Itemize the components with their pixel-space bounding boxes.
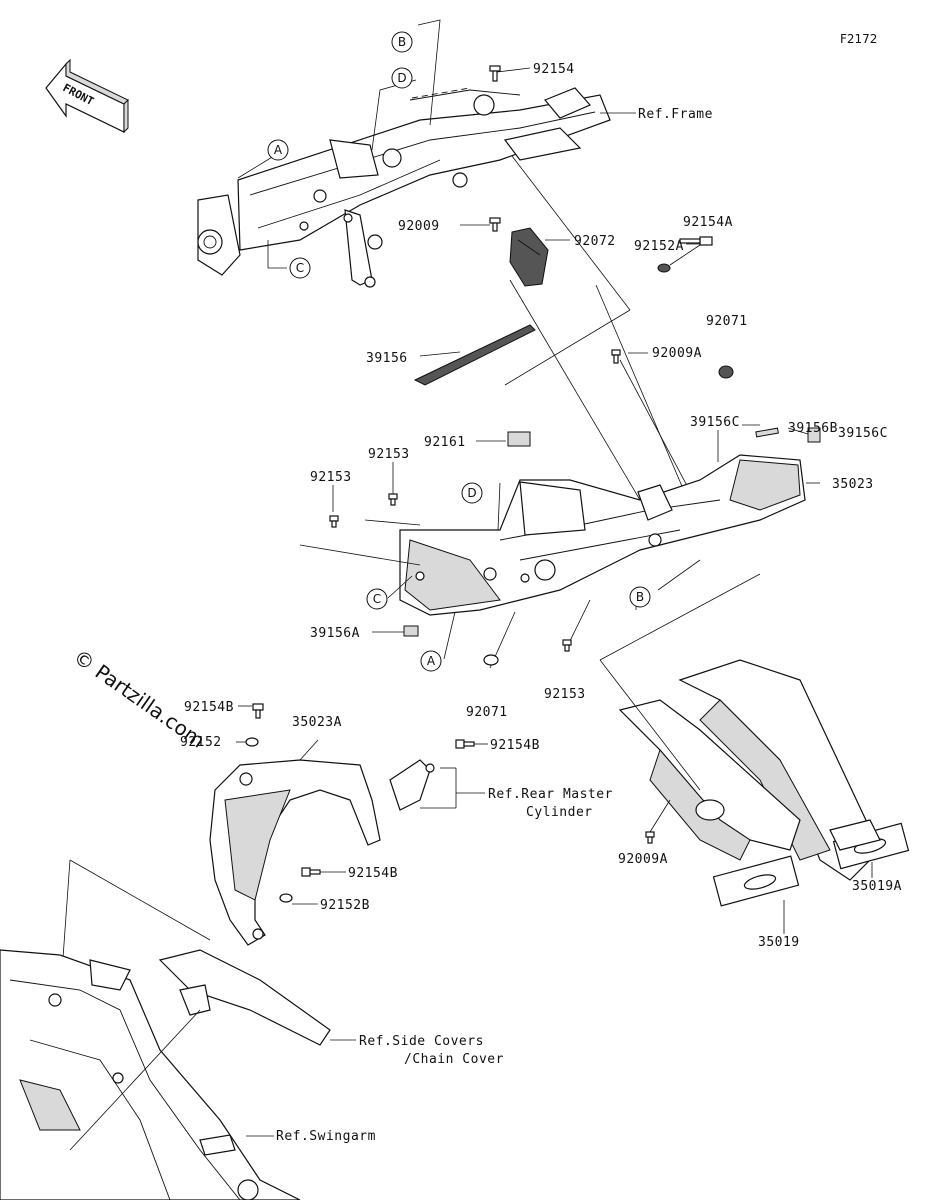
label-92154: 92154 (533, 62, 575, 77)
label-92152: 92152 (180, 735, 222, 750)
callout-b-bottom: B (629, 586, 651, 608)
label-39156A: 39156A (310, 626, 360, 641)
label-92153-c: 92153 (544, 687, 586, 702)
label-92154B-c: 92154B (348, 866, 398, 881)
svg-text:B: B (636, 590, 644, 604)
callout-d-top: D (391, 67, 413, 89)
label-92154B-b: 92154B (490, 738, 540, 753)
label-35023: 35023 (832, 477, 874, 492)
callout-c-top: C (289, 257, 311, 279)
figure-id: F2172 (840, 32, 877, 46)
bolt-92153-c-icon (562, 639, 572, 652)
ref-rear-master-line1: Ref.Rear Master (488, 787, 613, 802)
label-92071-top: 92071 (706, 314, 748, 329)
label-92153-b: 92153 (368, 447, 410, 462)
rear-frame-reference (0, 949, 301, 1200)
ref-side-covers-line1: Ref.Side Covers (359, 1034, 484, 1049)
clamp-92072-icon (509, 227, 549, 287)
cover-35023A (209, 759, 381, 946)
plate-39156C-icon (807, 427, 821, 443)
label-92152A: 92152A (634, 239, 684, 254)
bracket-35019 (618, 699, 801, 907)
callout-d-bottom: D (461, 482, 483, 504)
svg-text:A: A (274, 143, 283, 157)
ref-rear-master-line2: Cylinder (526, 805, 593, 820)
label-92154A: 92154A (683, 215, 733, 230)
washer-92152B-icon (279, 893, 293, 903)
plate-39156-icon (413, 324, 536, 386)
bolt-92154B-a-icon (252, 703, 264, 719)
ref-side-covers-line2: /Chain Cover (404, 1052, 504, 1067)
svg-text:D: D (397, 71, 406, 85)
label-39156B: 39156B (788, 421, 838, 436)
bolt-92154A-icon (679, 236, 713, 246)
svg-text:D: D (467, 486, 476, 500)
label-39156C-left: 39156C (690, 415, 740, 430)
bolt-92009A-lower-icon (645, 831, 655, 844)
bracket-rear-master (389, 759, 435, 811)
ref-frame: Ref.Frame (638, 107, 713, 122)
frame-assembly (197, 87, 611, 288)
callout-c-bottom: C (366, 588, 388, 610)
pad-92161-icon (507, 431, 531, 447)
bolt-92154-icon (489, 65, 501, 82)
front-arrow-icon: FRONT (45, 58, 129, 134)
label-35019: 35019 (758, 935, 800, 950)
svg-text:A: A (427, 654, 436, 668)
label-92154B-a: 92154B (184, 700, 234, 715)
label-92152B: 92152B (320, 898, 370, 913)
label-35019A: 35019A (852, 879, 902, 894)
plate-39156A-icon (403, 625, 419, 637)
label-39156: 39156 (366, 351, 408, 366)
label-92153-a: 92153 (310, 470, 352, 485)
label-92072: 92072 (574, 234, 616, 249)
bolt-92009-icon (489, 217, 501, 232)
plate-39156B-icon (755, 427, 779, 438)
bolt-92154B-b-icon (455, 739, 475, 749)
bolt-92154B-c-icon (301, 867, 321, 877)
ref-swingarm: Ref.Swingarm (276, 1129, 376, 1144)
svg-text:C: C (296, 261, 304, 275)
label-92009A-top: 92009A (652, 346, 702, 361)
label-92071-bottom: 92071 (466, 705, 508, 720)
label-92009A-bottom: 92009A (618, 852, 668, 867)
cover-35023 (399, 454, 806, 616)
label-92161: 92161 (424, 435, 466, 450)
callout-a-bottom: A (420, 650, 442, 672)
label-92009: 92009 (398, 219, 440, 234)
svg-text:B: B (398, 35, 406, 49)
washer-92071-icon (483, 654, 499, 666)
washer-92152-icon (245, 737, 259, 747)
bolt-92153-a-icon (329, 515, 339, 528)
bolt-92009A-icon (611, 349, 621, 364)
callout-b-top: B (391, 31, 413, 53)
label-39156C-right: 39156C (838, 426, 888, 441)
label-35023A: 35023A (292, 715, 342, 730)
side-cover-reference (158, 949, 331, 1046)
callout-a-top: A (267, 139, 289, 161)
svg-text:C: C (373, 592, 381, 606)
nut-92071-icon (718, 365, 734, 379)
washer-92152A-icon (657, 263, 671, 273)
bolt-92153-b-icon (388, 493, 398, 506)
